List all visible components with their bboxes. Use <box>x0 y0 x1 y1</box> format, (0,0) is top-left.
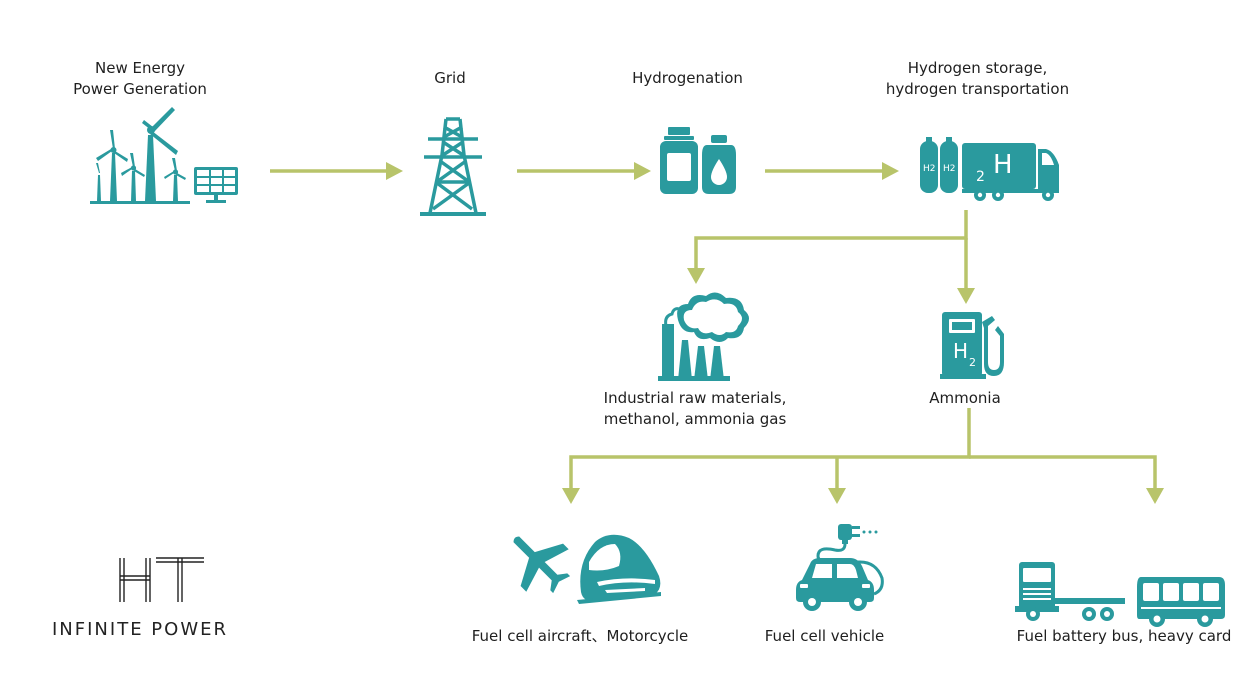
bus-icon <box>1137 577 1225 627</box>
arrowhead <box>882 162 899 180</box>
h2-label-small: H2 <box>923 164 936 174</box>
arrowhead <box>1146 488 1164 504</box>
truck-sub-2: 2 <box>976 169 985 185</box>
label-vehicle: Fuel cell vehicle <box>764 627 885 645</box>
truck-h: H <box>993 150 1013 180</box>
arrow-ammonia-branch <box>569 408 971 490</box>
brand-name: INFINITE POWER <box>52 619 228 640</box>
label-new-energy: New Energy Power Generation <box>73 59 207 98</box>
pump-h: H <box>953 339 968 363</box>
arrowhead <box>562 488 580 504</box>
arrowhead <box>634 162 651 180</box>
label-storage: Hydrogen storage, hydrogen transportatio… <box>885 59 1070 98</box>
hydrogen-truck-icon: H2 H2 2 H <box>920 137 1059 201</box>
label-ammonia: Ammonia <box>929 389 1001 407</box>
label-bus: Fuel battery bus, heavy card <box>1016 627 1232 645</box>
brand-logo-mark: HT <box>118 556 204 602</box>
label-aircraft: Fuel cell aircraft、Motorcycle <box>471 627 689 645</box>
chemical-bottles-icon <box>660 127 736 194</box>
electric-car-icon <box>796 524 884 611</box>
brand-mark-text: HT <box>118 556 120 557</box>
h2-label-small-2: H2 <box>943 164 956 174</box>
wind-solar-icon <box>90 107 238 204</box>
power-tower-icon <box>420 117 486 216</box>
pump-2: 2 <box>969 356 976 369</box>
arrow-to-bus <box>969 455 1157 490</box>
factory-icon <box>658 292 749 381</box>
label-hydrogenation: Hydrogenation <box>632 69 743 87</box>
heavy-truck-icon <box>1015 562 1125 621</box>
arrow-storage-to-industrial <box>694 210 968 270</box>
bullet-train-icon <box>577 534 661 604</box>
arrowhead <box>687 268 705 284</box>
arrowhead <box>828 488 846 504</box>
arrowhead <box>386 162 403 180</box>
label-grid: Grid <box>434 69 466 87</box>
hydrogen-pump-icon: H 2 <box>940 312 1004 379</box>
airplane-icon <box>513 536 571 594</box>
label-industrial: Industrial raw materials, methanol, ammo… <box>603 389 787 428</box>
arrowhead <box>957 288 975 304</box>
